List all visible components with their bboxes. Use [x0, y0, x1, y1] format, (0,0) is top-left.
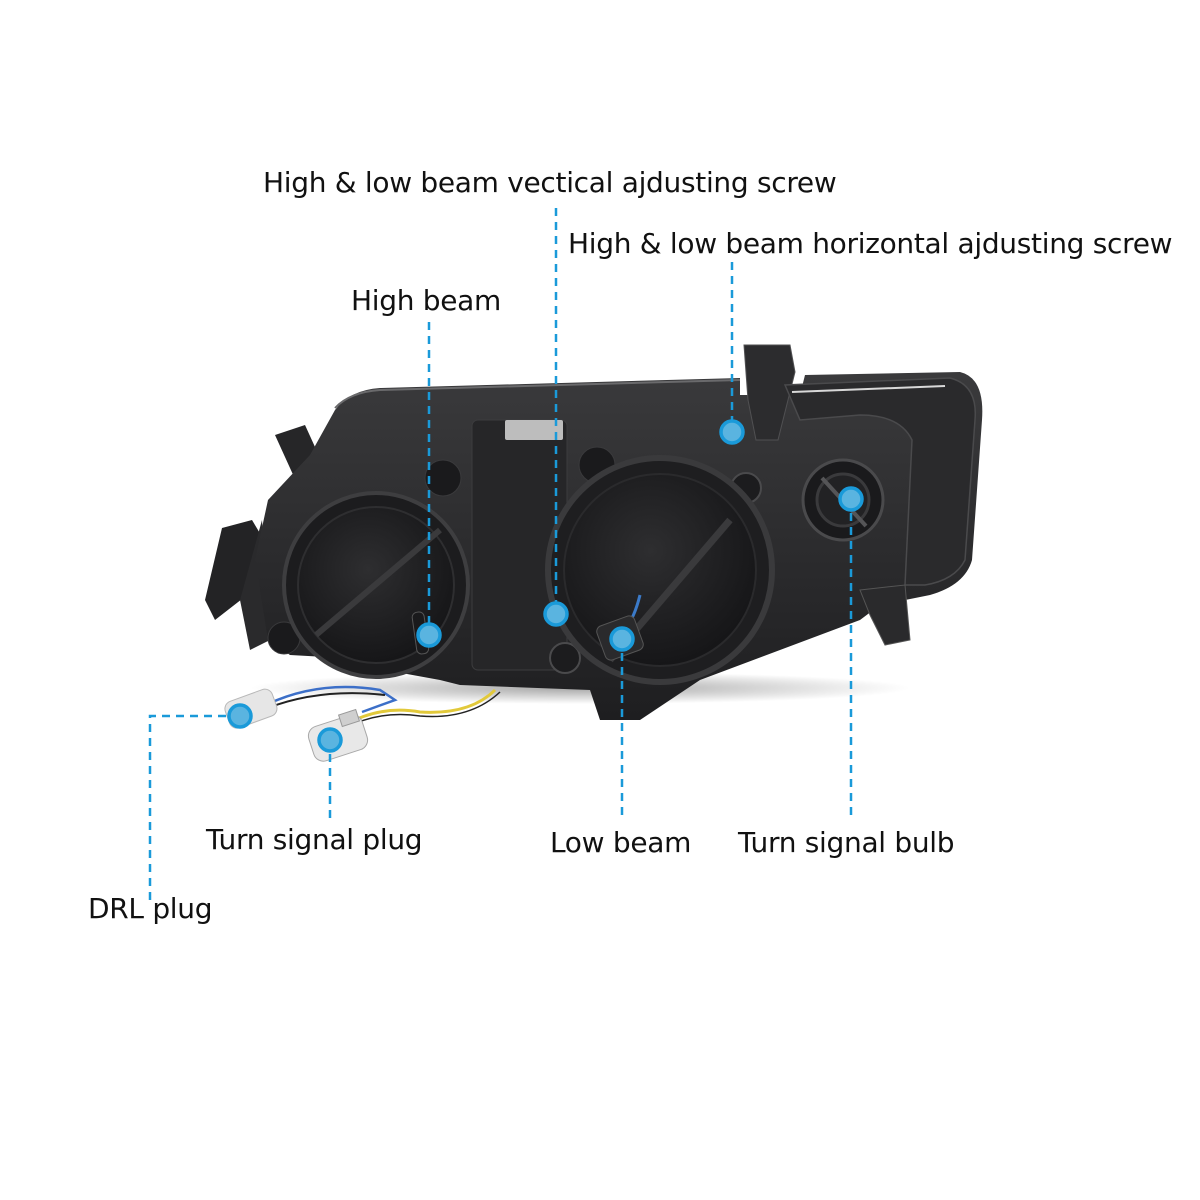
label-turn-signal-bulb: Turn signal bulb: [738, 826, 955, 859]
label-low-beam: Low beam: [550, 826, 692, 859]
label-high-beam: High beam: [351, 284, 501, 317]
callout-dot-turn-signal-plug[interactable]: [317, 727, 343, 753]
label-turn-signal-plug: Turn signal plug: [206, 823, 423, 856]
label-horizontal-adjusting-screw: High & low beam horizontal ajdusting scr…: [568, 227, 1173, 260]
serial-label: [505, 420, 563, 440]
callout-dot-vertical-screw[interactable]: [543, 601, 569, 627]
callout-dot-low-beam[interactable]: [609, 626, 635, 652]
turn-signal-housing: [783, 377, 977, 586]
lens-edge: [791, 385, 946, 393]
callout-dot-horizontal-screw[interactable]: [719, 419, 745, 445]
rim-highlight: [334, 379, 741, 409]
callout-line-drl-plug: [148, 714, 240, 900]
adjuster-post: [743, 344, 796, 441]
callout-dot-high-beam[interactable]: [416, 622, 442, 648]
wire-harness: [267, 685, 501, 729]
vent-cap: [424, 459, 462, 497]
callout-dot-drl-plug[interactable]: [227, 703, 253, 729]
label-drl-plug: DRL plug: [88, 892, 213, 925]
low-beam-dust-cap: [545, 455, 775, 685]
adjuster-knob: [549, 642, 581, 674]
callout-dot-turn-signal-bulb[interactable]: [838, 486, 864, 512]
label-vertical-adjusting-screw: High & low beam vectical ajdusting screw: [263, 166, 837, 199]
lower-right-bracket: [859, 584, 911, 646]
